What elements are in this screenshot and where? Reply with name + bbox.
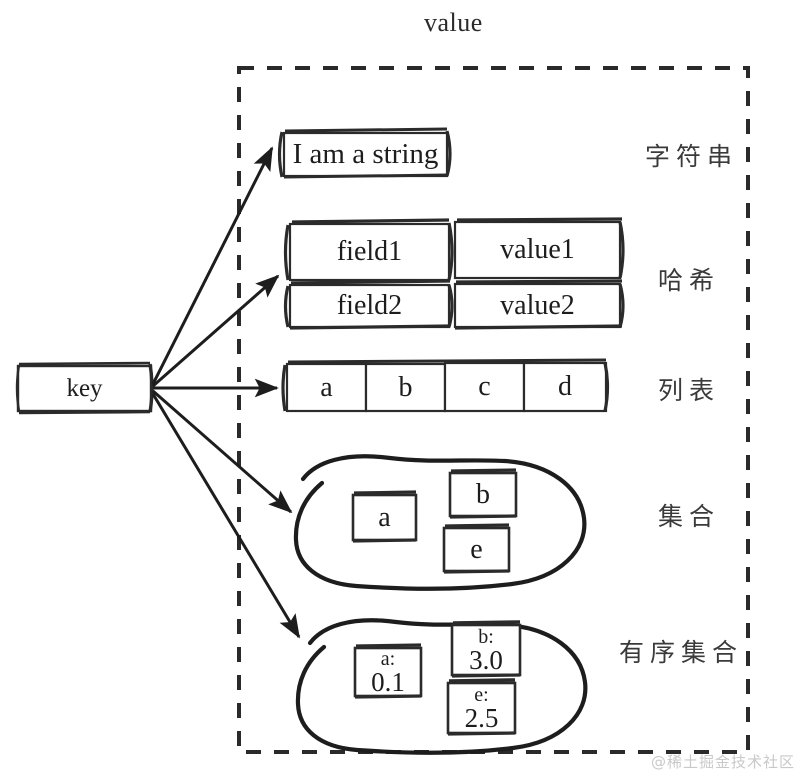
list-item-label: a [320,371,333,403]
sorted-set-member-label: e: [474,683,489,706]
sorted-set-item: b: 3.0 [452,625,520,675]
arrow-to-set [152,389,293,514]
type-label-list: 列表 [658,376,721,405]
arrow-to-hash [152,274,280,388]
arrow-to-string [151,146,274,385]
sorted-set-value-group [295,618,588,755]
string-value-label: I am a string [292,138,439,170]
hash-value-label: value1 [500,234,575,265]
set-item-label: e [470,533,483,565]
sorted-set-item: e: 2.5 [448,683,515,733]
arrow-to-sorted-set [151,393,301,639]
key-to-value-arrows [151,146,301,639]
sorted-set-ellipse-outline [295,618,588,755]
key-box-label: key [66,374,103,402]
sorted-set-score-label: 2.5 [464,702,499,733]
type-label-set: 集合 [658,502,721,531]
sorted-set-score-label: 3.0 [469,644,503,675]
sorted-set-item: a: 0.1 [355,648,421,696]
sorted-set-member-label: a: [380,647,396,670]
set-value-group [293,454,587,591]
set-ellipse-outline [293,454,587,591]
list-item-label: c [478,371,491,402]
hash-value-label: value2 [500,289,575,321]
set-item-label: a [378,501,391,533]
set-item-label: b [476,478,490,510]
type-label-string: 字符串 [645,142,739,171]
type-label-hash: 哈希 [658,266,721,295]
sorted-set-member-label: b: [478,625,494,648]
sorted-set-score-label: 0.1 [371,666,405,697]
watermark: @稀土掘金技术社区 [650,753,795,771]
list-item-label: b [398,371,413,403]
type-label-sorted-set: 有序集合 [619,638,744,667]
hash-field-label: field2 [336,290,403,321]
list-item-label: d [558,371,572,402]
page-title: value [424,8,483,37]
hash-field-label: field1 [336,236,403,267]
